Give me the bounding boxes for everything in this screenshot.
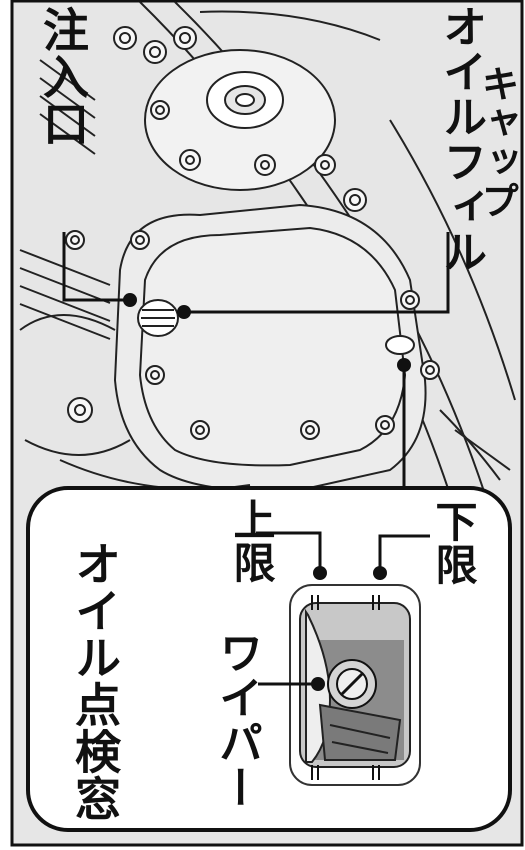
engine-illustration [19,1,516,561]
label-oil-check-window: オイル点検窓 [68,540,122,822]
inset-leader-lines [256,531,430,686]
leader-dot-lower-limit [373,566,387,580]
label-oil-filler-cap-2: キャップ [475,64,519,220]
label-lower-limit: 下限 [429,500,478,586]
leader-dot-oil-filler-cap [177,305,191,319]
sight-glass [289,584,421,786]
leader-dot-oil-inlet [123,293,137,307]
leader-dot-view-window [397,358,411,372]
label-oil-inlet: 注入口 [36,6,90,147]
leader-upper-limit [256,531,322,572]
leader-dot-wiper [311,677,325,691]
leader-oil-inlet [62,232,130,302]
leader-lines [62,232,450,488]
label-upper-limit: 上限 [227,498,276,584]
label-wiper: ワイパー [211,630,262,810]
leader-oil-filler-cap [185,232,450,314]
leader-dot-upper-limit [313,566,327,580]
leader-lower-limit [378,534,430,572]
label-oil-filler-cap: オイルフィル [435,4,486,274]
